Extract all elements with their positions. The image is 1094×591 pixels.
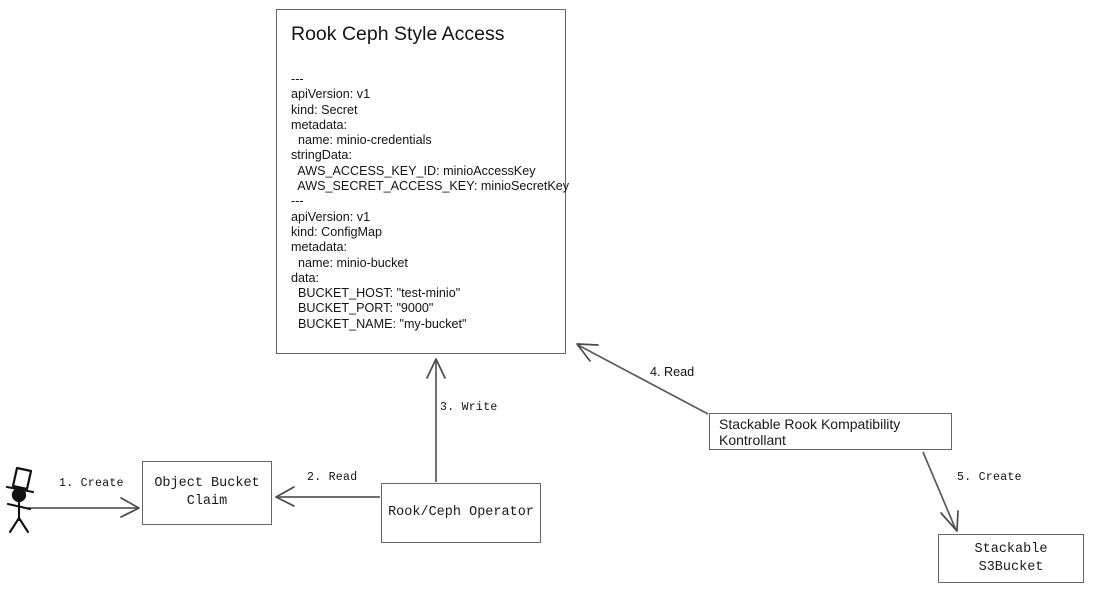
edge-label-2-read: 2. Read xyxy=(307,471,358,484)
edge-3-write xyxy=(426,358,446,482)
node-stackable-rook-kompatibility-kontrollant[interactable]: Stackable Rook Kompatibility Kontrollant xyxy=(709,413,952,450)
node-stackable-s3bucket[interactable]: Stackable S3Bucket xyxy=(938,534,1084,583)
actor-stick-figure xyxy=(5,466,35,534)
edge-label-1-create: 1. Create xyxy=(59,477,124,490)
edge-label-5-create: 5. Create xyxy=(957,471,1022,484)
card-yaml-body: --- apiVersion: v1 kind: Secret metadata… xyxy=(291,72,570,331)
edge-label-3-write: 3. Write xyxy=(440,401,498,414)
node-object-bucket-claim[interactable]: Object Bucket Claim xyxy=(142,461,272,525)
node-rook-ceph-operator[interactable]: Rook/Ceph Operator xyxy=(381,483,541,543)
edge-4-read xyxy=(576,343,709,415)
rook-ceph-style-access-card[interactable]: Rook Ceph Style Access --- apiVersion: v… xyxy=(276,9,570,354)
card-title: Rook Ceph Style Access xyxy=(291,23,505,45)
edge-label-4-read: 4. Read xyxy=(650,365,695,379)
edge-2-read xyxy=(275,486,380,507)
edge-1-create xyxy=(28,497,140,518)
edge-5-create xyxy=(922,451,959,532)
